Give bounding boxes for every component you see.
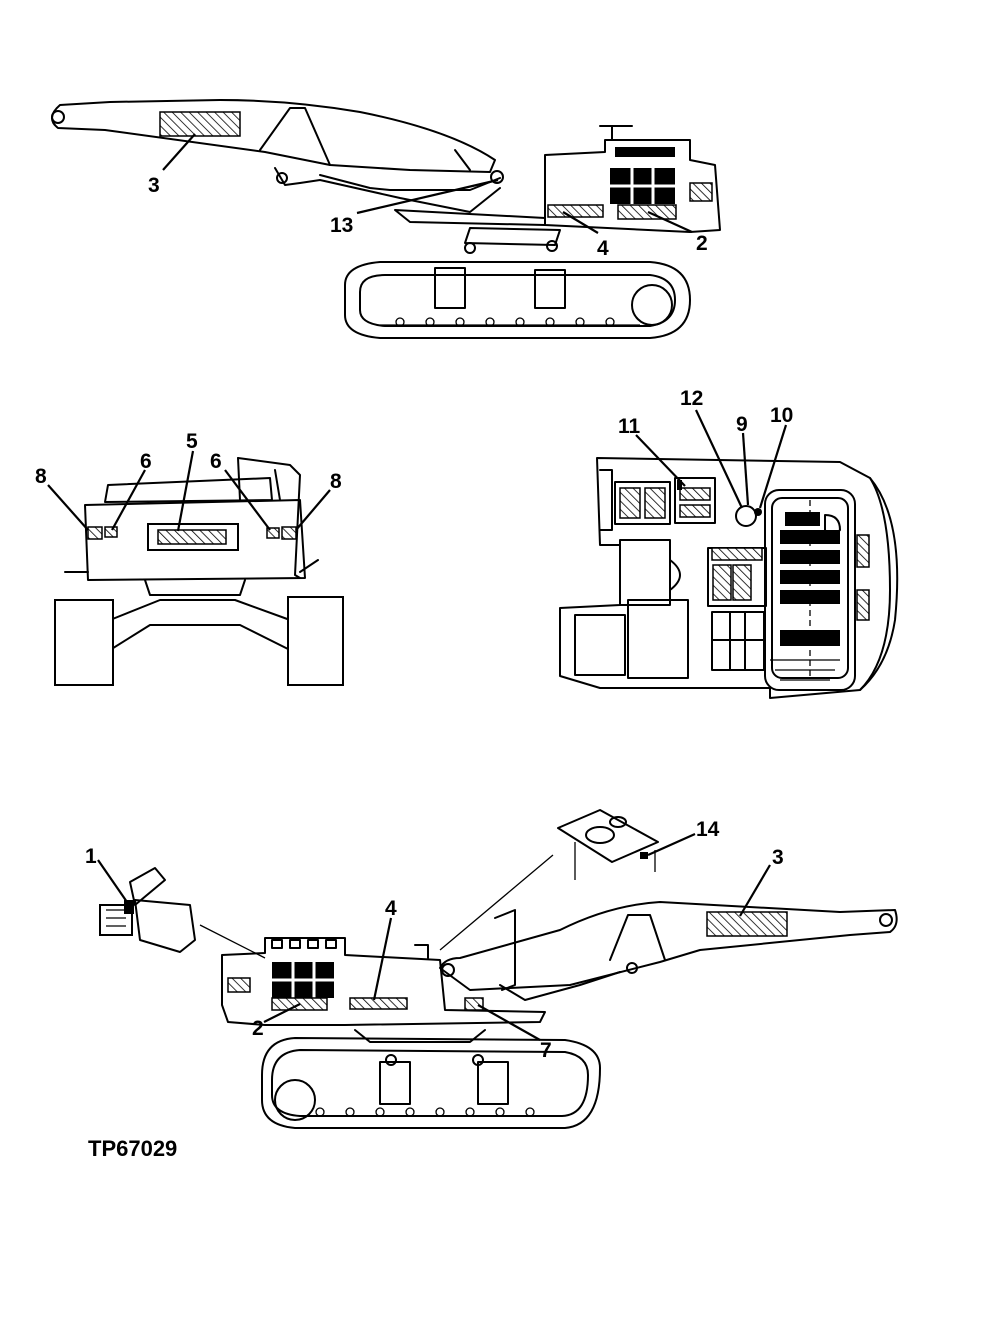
callout-13: 13 — [330, 214, 353, 237]
decal-5 — [157, 529, 227, 545]
callout-2-bottom: 2 — [252, 1017, 264, 1040]
callout-6-left: 6 — [140, 450, 152, 473]
callout-6-right: 6 — [210, 450, 222, 473]
figure-id: TP67029 — [88, 1136, 177, 1161]
callout-5: 5 — [186, 430, 198, 453]
callout-8-left: 8 — [35, 465, 47, 488]
decal-6-right — [266, 527, 280, 539]
decal-11 — [679, 487, 711, 501]
callout-2: 2 — [696, 232, 708, 255]
plan-view: 11 12 9 10 — [559, 387, 899, 699]
decal-4-top — [547, 204, 604, 218]
callout-9: 9 — [736, 413, 748, 436]
decal-2-top — [617, 204, 677, 220]
side-view-right: 1 14 3 4 2 7 — [85, 809, 898, 1129]
callout-4-bottom: 4 — [385, 897, 397, 920]
side-view-left: 3 13 4 2 — [51, 99, 721, 339]
callout-14: 14 — [696, 818, 720, 841]
decal-3-bottom — [706, 911, 788, 937]
callout-1: 1 — [85, 845, 97, 868]
callout-11: 11 — [618, 415, 641, 438]
callout-3-bottom: 3 — [772, 846, 784, 869]
decal-1 — [124, 900, 134, 914]
decal-8-right — [281, 526, 297, 540]
callout-7: 7 — [540, 1039, 552, 1062]
decal-8-left — [87, 526, 103, 540]
callout-4: 4 — [597, 237, 609, 260]
callout-8-right: 8 — [330, 470, 342, 493]
decal-3-top — [159, 111, 241, 137]
decal-4-bottom — [349, 997, 408, 1010]
decal-10 — [754, 508, 762, 516]
decal-14 — [640, 852, 648, 859]
rear-view: 8 6 5 6 8 — [35, 430, 344, 686]
callout-10: 10 — [770, 404, 793, 427]
decal-9 — [735, 505, 757, 527]
decal-6-left — [104, 526, 118, 538]
callout-3: 3 — [148, 174, 160, 197]
callout-12: 12 — [680, 387, 703, 410]
decal-7 — [464, 997, 484, 1011]
